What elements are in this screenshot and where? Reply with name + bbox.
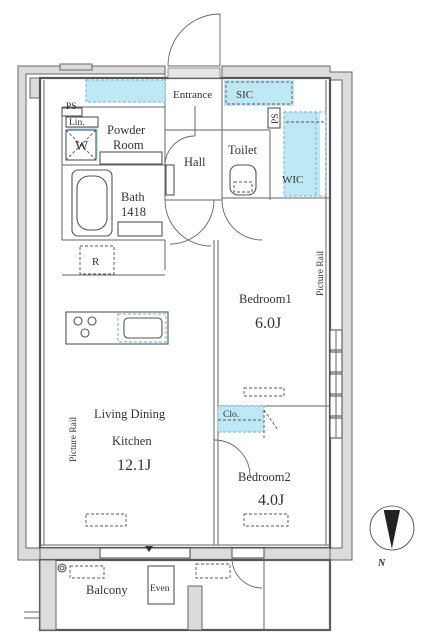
label-ldk-2: Kitchen [112,434,152,448]
label-bedroom2-area: 4.0J [258,492,284,509]
entrance-door [167,13,221,79]
label-powder-room-1: Powder [107,123,146,137]
storage-areas [68,79,327,433]
right-windows [329,329,343,439]
label-hall: Hall [184,155,206,169]
interior-doors [164,106,263,477]
label-bedroom1-area: 6.0J [255,315,281,332]
label-linen: Lin. [69,118,85,128]
compass-north-label: N [377,558,386,569]
label-closet: Clo. [223,410,239,420]
label-powder-room-2: Room [113,138,144,152]
north-compass: N [369,505,415,569]
label-balcony: Balcony [86,583,128,597]
label-wic: WIC [282,174,303,186]
label-sic: SIC [236,89,253,101]
balcony-area [24,546,332,632]
label-ps-top: PS [66,102,77,112]
label-ldk-1: Living Dining [94,407,166,421]
compass-ring [369,505,415,551]
label-bedroom2: Bedroom2 [238,470,291,484]
compass-needle-icon [384,510,400,548]
label-ldk-area: 12.1J [117,457,151,474]
label-bath-2: 1418 [121,205,146,219]
label-even: Even [150,584,170,594]
label-toilet: Toilet [228,143,258,157]
label-refrigerator: R [92,256,100,268]
fixtures [61,81,326,527]
label-entrance: Entrance [173,89,212,101]
label-picture-rail-living: Picture Rail [69,417,79,462]
label-bedroom1: Bedroom1 [239,292,292,306]
room-labels: Entrance SIC PS PS Lin. W Powder Room Ha… [66,89,326,597]
label-picture-rail-bedroom: Picture Rail [316,251,326,296]
label-ps-right: PS [271,113,281,124]
label-bath-1: Bath [121,190,145,204]
label-washer: W [75,139,89,154]
